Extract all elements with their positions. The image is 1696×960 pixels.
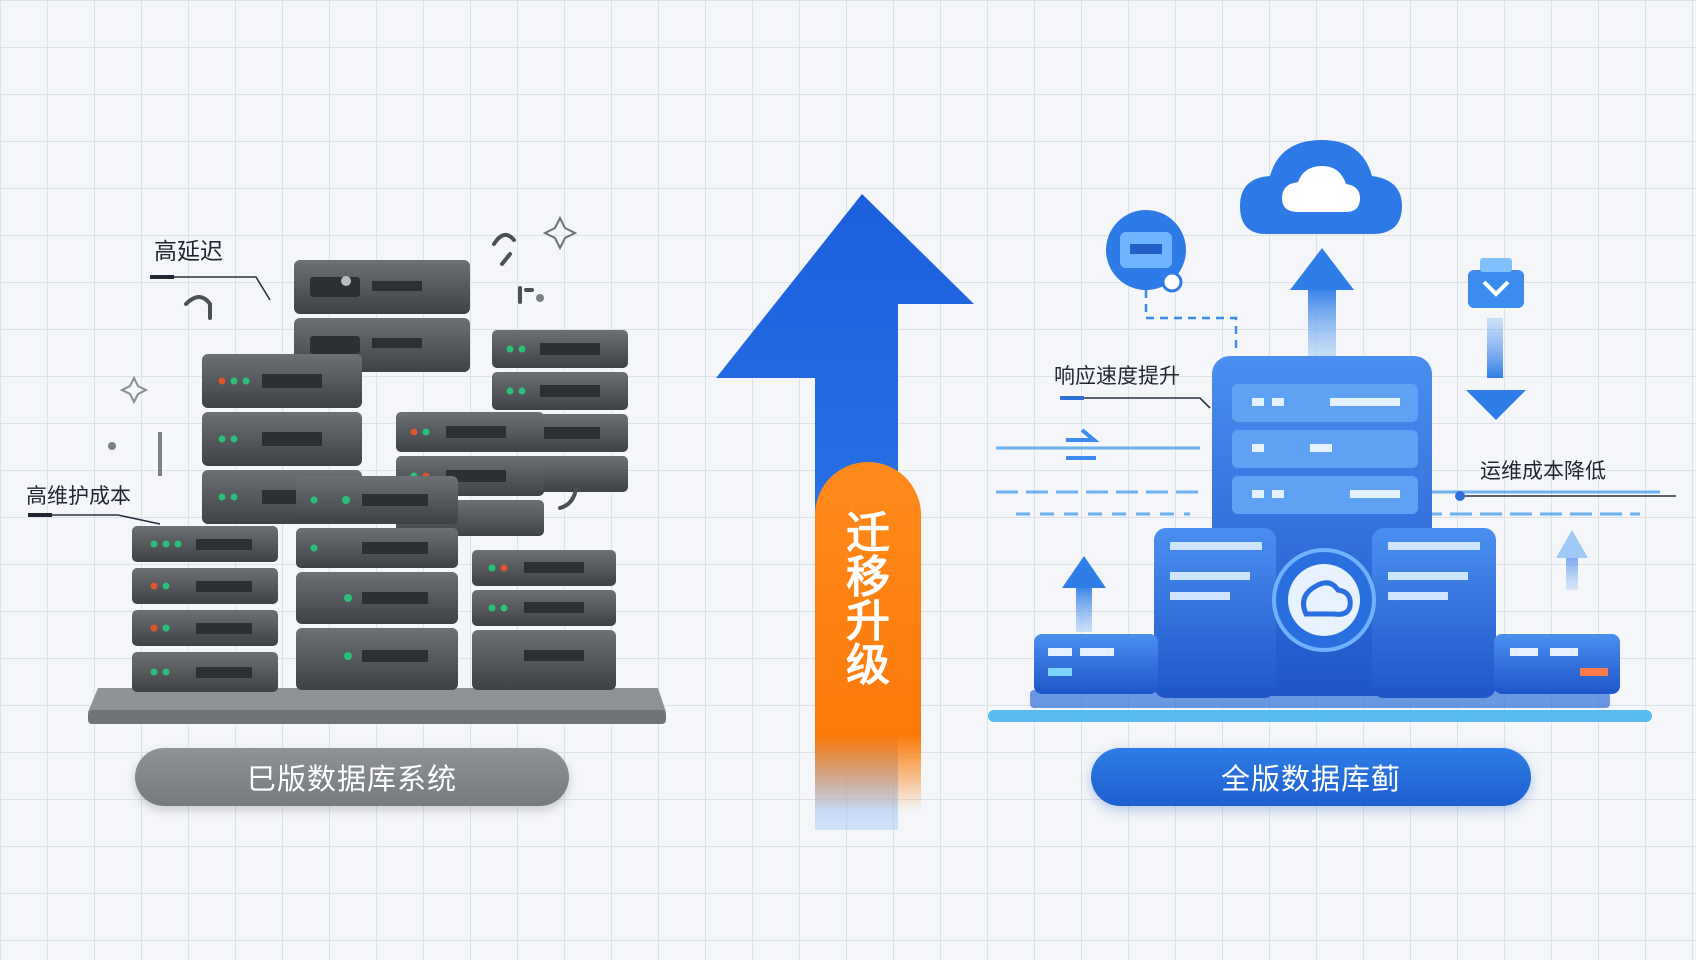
download-icon — [1466, 258, 1526, 420]
migration-char: 移 — [846, 552, 890, 603]
new-system-label-text: 全版数据库蓟 — [1220, 762, 1401, 796]
legacy-server-unit — [472, 550, 616, 690]
legacy-base-platform — [88, 688, 666, 712]
old-system-label: 巳版数据库系统 — [135, 748, 569, 806]
label-response-speed-up: 响应速度提升 — [1054, 364, 1180, 388]
migration-char: 迁 — [846, 508, 890, 559]
migration-banner: 迁 移 升 级 — [815, 462, 921, 812]
new-server-cluster — [988, 356, 1660, 722]
label-ops-cost-down: 运维成本降低 — [1480, 459, 1606, 483]
database-icon — [1272, 548, 1376, 652]
cloud-icon — [1240, 140, 1402, 234]
legacy-server-unit — [296, 476, 458, 690]
sparkle-icon — [108, 215, 578, 476]
new-base-platform — [988, 710, 1652, 722]
up-arrow-icon — [1062, 556, 1106, 632]
label-high-latency: 高延迟 — [154, 239, 223, 265]
legacy-server-cluster — [88, 260, 666, 724]
upload-arrow-icon — [1290, 248, 1354, 356]
legacy-server-unit — [132, 526, 278, 692]
new-system-label: 全版数据库蓟 — [1091, 748, 1531, 806]
migration-char: 升 — [846, 596, 890, 647]
up-arrow-icon — [1556, 530, 1588, 590]
broken-link-icon — [184, 232, 578, 510]
callout-leader — [1060, 397, 1676, 497]
callout-leader — [28, 276, 271, 525]
database-badge-icon — [1106, 210, 1238, 352]
label-high-maintenance-cost: 高维护成本 — [26, 484, 131, 508]
old-system-label-text: 巳版数据库系统 — [246, 762, 457, 796]
migration-char: 级 — [846, 640, 890, 691]
